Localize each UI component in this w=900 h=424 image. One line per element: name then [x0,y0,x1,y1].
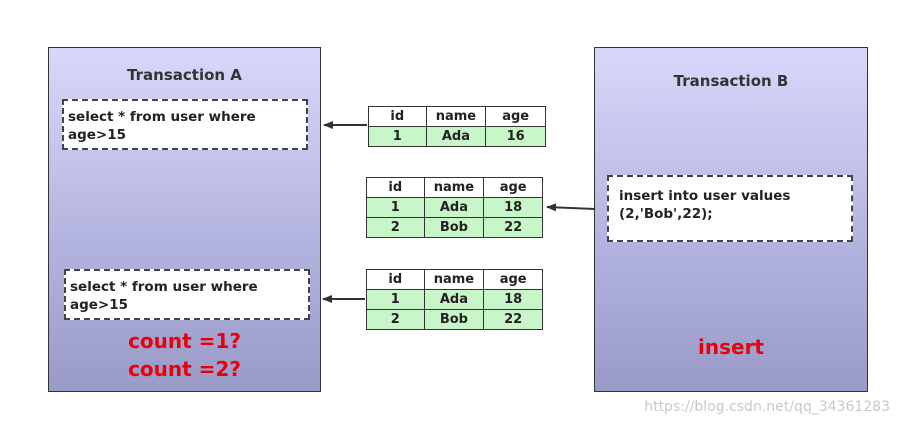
cell-age: 22 [483,217,543,238]
result-table-2: id name age 1 Ada 18 2 Bob 22 [366,177,543,238]
query-1-line-2: age>15 [68,127,127,143]
transaction-b-insert-statement: insert into user values (2,'Bob',22); [607,175,853,242]
table-header-row: id name age [366,269,543,290]
cell-id: 1 [366,197,425,218]
header-name: name [423,269,485,290]
result-table-1: id name age 1 Ada 16 [368,106,546,147]
header-age: age [485,106,546,127]
table-row: 2 Bob 22 [366,309,543,330]
header-age: age [483,177,543,198]
table-row: 1 Ada 18 [366,197,543,218]
insert-line-2: (2,'Bob',22); [619,206,713,222]
cell-age: 18 [483,289,543,310]
arrow-insert-to-table2 [546,203,596,212]
table-row: 1 Ada 16 [368,126,546,147]
query-2-line-2: age>15 [70,297,129,313]
query-1-line-1: select * from user where [68,109,256,125]
cell-id: 1 [368,126,427,147]
cell-age: 22 [483,309,543,330]
watermark: https://blog.csdn.net/qq_34361283 [644,399,890,415]
header-id: id [366,177,425,198]
header-name: name [423,177,485,198]
cell-name: Ada [423,197,485,218]
transaction-a-query-2: select * from user where age>15 [64,269,310,320]
header-age: age [483,269,543,290]
header-id: id [368,106,427,127]
table-header-row: id name age [368,106,546,127]
header-name: name [425,106,487,127]
count-line-2: count =2? [128,357,241,381]
transaction-a-title: Transaction A [127,66,242,84]
cell-name: Bob [423,309,485,330]
result-table-3: id name age 1 Ada 18 2 Bob 22 [366,269,543,330]
insert-label: insert [698,335,764,359]
cell-name: Ada [425,126,487,147]
table-header-row: id name age [366,177,543,198]
transaction-b-title: Transaction B [673,72,789,90]
cell-age: 16 [485,126,546,147]
cell-id: 2 [366,309,425,330]
cell-name: Bob [423,217,485,238]
query-2-line-1: select * from user where [70,279,258,295]
count-question: count =1? count =2? [48,327,321,383]
table-row: 2 Bob 22 [366,217,543,238]
transaction-a-query-1: select * from user where age>15 [62,99,308,150]
insert-line-1: insert into user values [619,188,791,204]
count-line-1: count =1? [128,329,241,353]
